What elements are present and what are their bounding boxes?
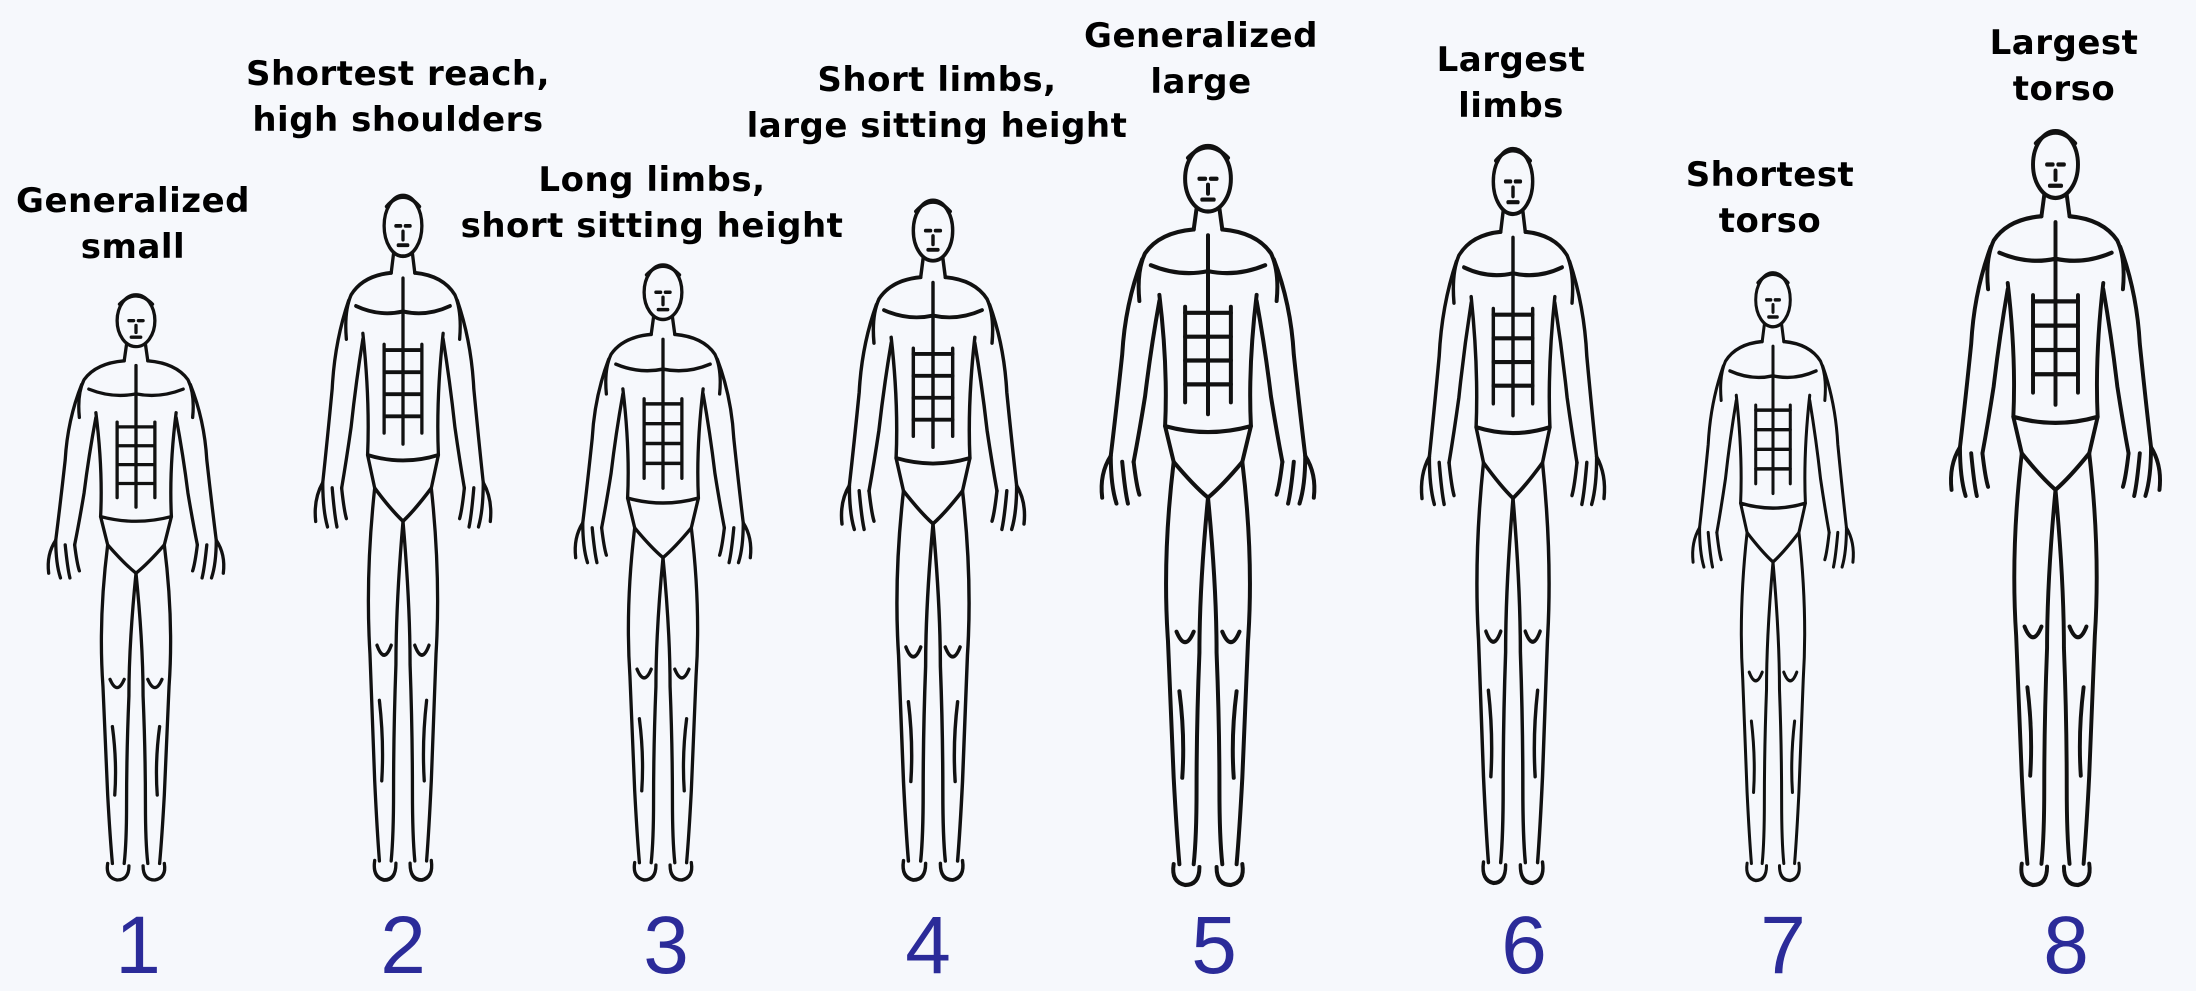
- figure-3-number: 3: [643, 905, 689, 987]
- figure-1-label-line2: small: [16, 224, 250, 270]
- figure-5-number: 5: [1191, 905, 1237, 987]
- figure-4-label-line1: Short limbs,: [747, 57, 1128, 103]
- figure-2-number: 2: [380, 905, 426, 987]
- figure-6-label: Largest limbs: [1437, 37, 1586, 129]
- figure-8-label-line1: Largest: [1990, 20, 2139, 66]
- figure-2-label-line2: high shoulders: [246, 97, 550, 143]
- figure-8-number: 8: [2043, 905, 2089, 987]
- figure-4-body: [810, 195, 1056, 880]
- figure-1-body: [18, 290, 254, 880]
- figure-5-label-line2: large: [1084, 59, 1318, 105]
- figure-2-label-line1: Shortest reach,: [246, 51, 550, 97]
- figure-7-body: [1665, 268, 1881, 880]
- figure-8-label: Largest torso: [1990, 20, 2139, 112]
- figure-1-label: Generalized small: [16, 178, 250, 270]
- figure-1-label-line1: Generalized: [16, 178, 250, 224]
- figure-6-label-line1: Largest: [1437, 37, 1586, 83]
- figure-4-label: Short limbs, large sitting height: [747, 57, 1128, 149]
- figure-7-label-line2: torso: [1686, 198, 1855, 244]
- figure-8-body: [1915, 125, 2196, 885]
- figure-2-label: Shortest reach, high shoulders: [246, 51, 550, 143]
- figure-5-body: [1065, 140, 1351, 885]
- figure-3-body: [545, 260, 781, 880]
- figure-5-label: Generalized large: [1084, 13, 1318, 105]
- figure-8-label-line2: torso: [1990, 66, 2139, 112]
- figure-6-label-line2: limbs: [1437, 83, 1586, 129]
- figure-6-body: [1390, 143, 1636, 883]
- figure-7-number: 7: [1760, 905, 1806, 987]
- figure-4-number: 4: [905, 905, 951, 987]
- figure-7-label-line1: Shortest: [1686, 152, 1855, 198]
- figure-6-number: 6: [1501, 905, 1547, 987]
- figure-1-number: 1: [115, 905, 161, 987]
- figure-5-label-line1: Generalized: [1084, 13, 1318, 59]
- figure-7-label: Shortest torso: [1686, 152, 1855, 244]
- figure-2-body: [285, 190, 521, 880]
